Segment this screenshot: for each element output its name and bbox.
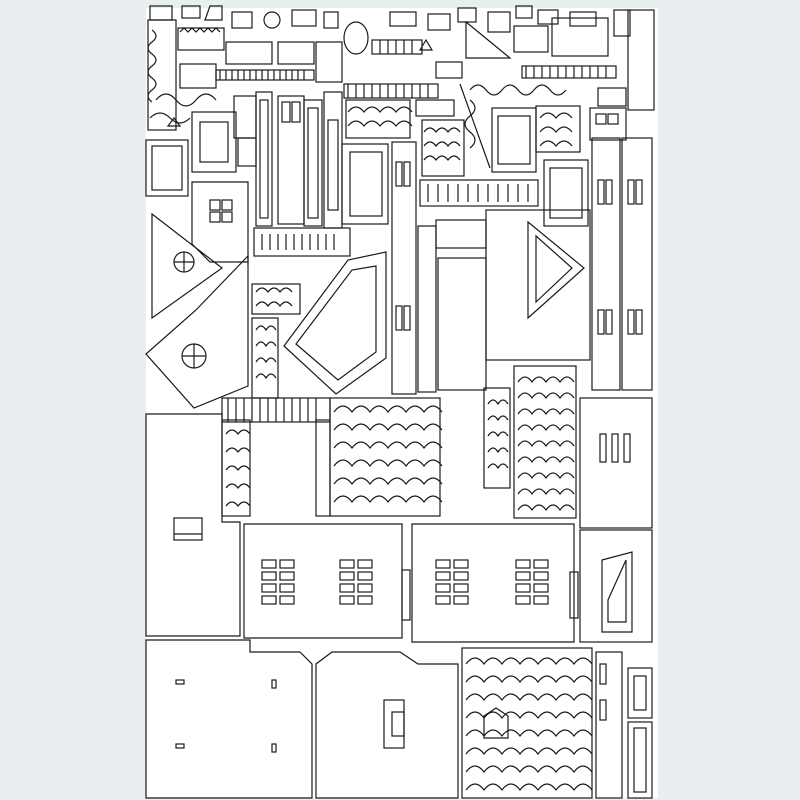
ornament-strip-upper xyxy=(215,38,463,99)
floor-panel xyxy=(145,413,241,637)
gable-wall-with-round-window xyxy=(145,181,249,409)
pattern-sheet-background xyxy=(146,8,658,798)
ornament-strip-right xyxy=(459,9,655,169)
top-row-pieces xyxy=(149,5,631,55)
window-frame xyxy=(145,95,257,197)
roof-tile-sheet xyxy=(251,283,577,519)
door-frame xyxy=(391,137,653,395)
shutter-strip-bottom xyxy=(595,651,653,799)
side-wall-with-windows xyxy=(243,397,653,643)
large-window-panels xyxy=(341,107,627,227)
balcony-railing xyxy=(253,179,539,257)
shutter-strip xyxy=(255,91,343,229)
roof-tile-sheet-bottom xyxy=(461,647,593,799)
base-panel xyxy=(145,639,459,799)
roof-ridge xyxy=(345,99,581,177)
chimney-piece xyxy=(221,397,331,517)
